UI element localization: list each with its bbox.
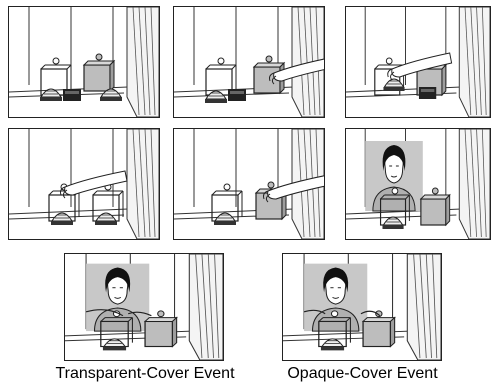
caption-transparent-cover: Transparent-Cover Event xyxy=(55,365,235,383)
panel-2 xyxy=(173,6,325,118)
panel-5 xyxy=(173,128,325,240)
panel-4 xyxy=(8,128,160,240)
panel-1 xyxy=(8,6,160,118)
panel-7 xyxy=(64,253,224,361)
panel-8 xyxy=(282,253,442,361)
caption-opaque-cover: Opaque-Cover Event xyxy=(280,365,445,383)
panel-3 xyxy=(345,6,491,118)
panel-6 xyxy=(345,128,491,240)
